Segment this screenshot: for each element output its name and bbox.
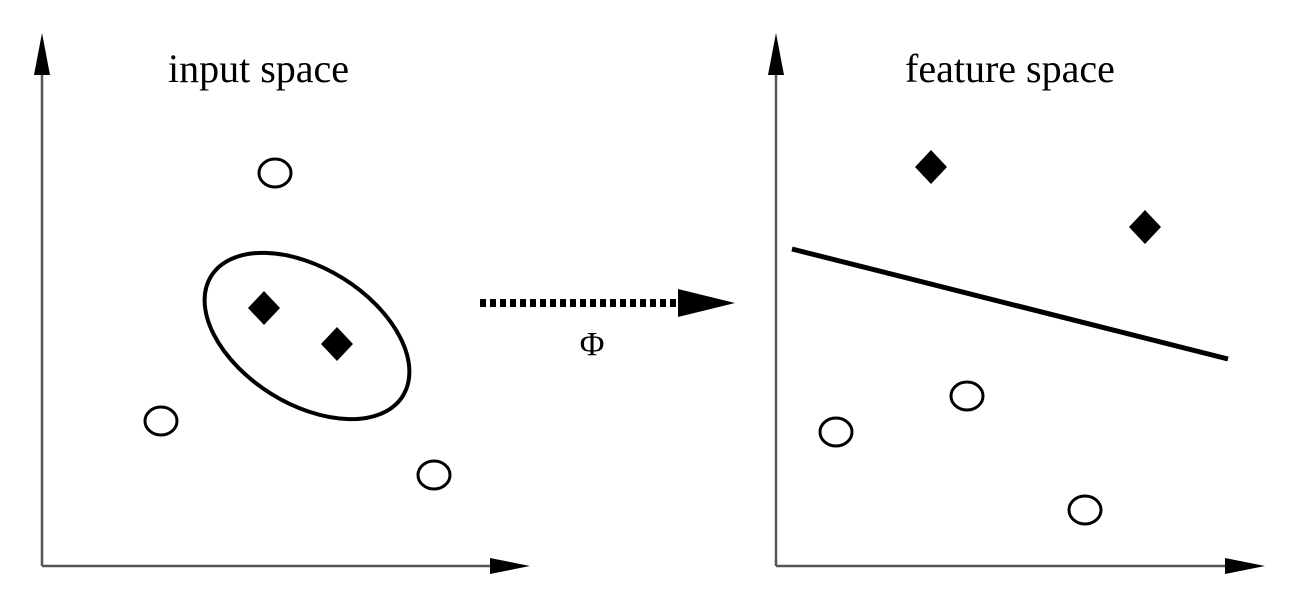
input-diamond-1 [248, 291, 280, 325]
decision-line [791, 246, 1229, 362]
feature-x-arrowhead [1225, 558, 1265, 574]
input-diamond-2 [321, 327, 353, 361]
input-circle-right [416, 459, 452, 491]
decision-ellipse [202, 250, 412, 422]
feature-space-title: feature space [905, 46, 1115, 91]
input-circle-top [257, 157, 293, 189]
feature-diamond-1 [915, 150, 947, 184]
input-circle-left [143, 405, 179, 437]
feature-circle-1 [949, 380, 985, 412]
feature-y-arrowhead [768, 33, 784, 75]
feature-diamond-2 [1129, 210, 1161, 244]
phi-symbol: Φ [580, 326, 605, 363]
input-space-panel: input space [34, 33, 530, 574]
input-x-arrowhead [490, 558, 530, 574]
feature-circle-2 [818, 416, 854, 448]
mapping-arrowhead [678, 289, 735, 317]
input-space-title: input space [168, 46, 349, 91]
feature-space-panel: feature space [768, 33, 1265, 574]
feature-circle-3 [1067, 494, 1103, 526]
mapping-arrow: Φ [480, 289, 735, 363]
input-y-arrowhead [34, 33, 50, 75]
